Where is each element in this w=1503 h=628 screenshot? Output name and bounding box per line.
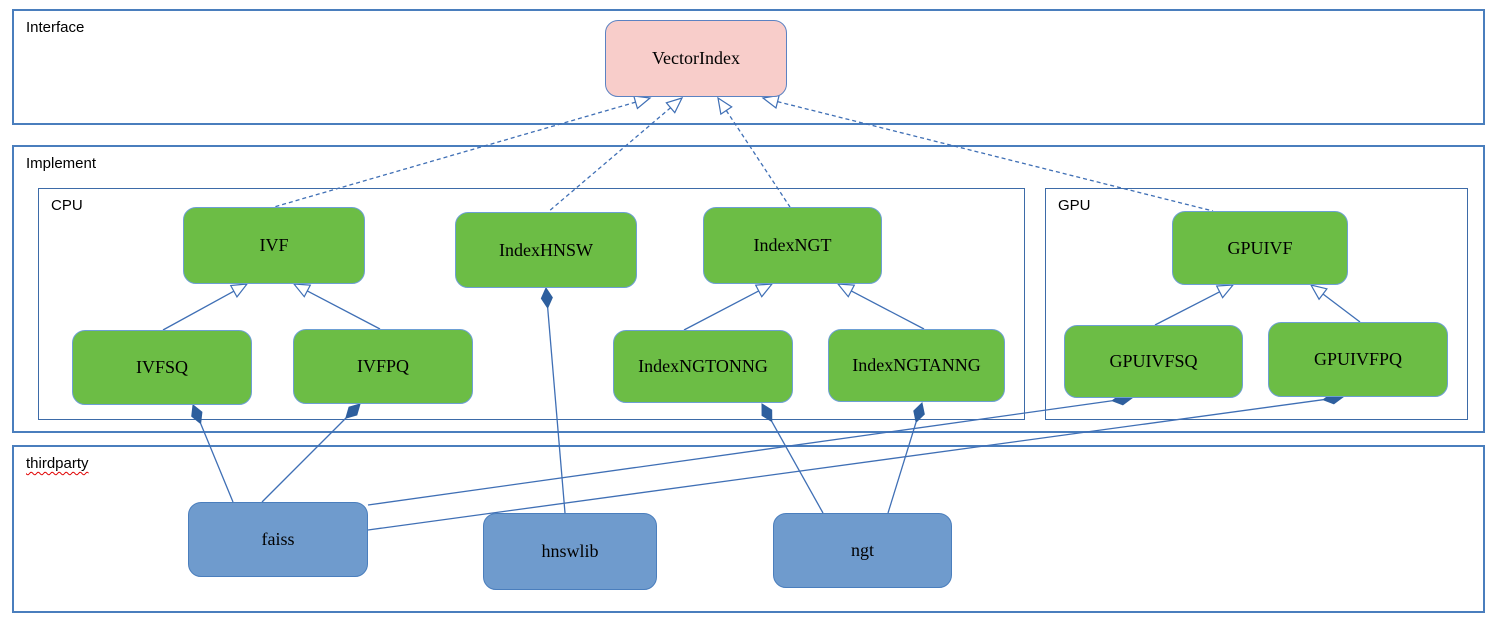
- node-indexngt[interactable]: IndexNGT: [703, 207, 882, 284]
- node-indexngtonng[interactable]: IndexNGTONNG: [613, 330, 793, 403]
- node-hnswlib[interactable]: hnswlib: [483, 513, 657, 590]
- section-implement-label: Implement: [26, 155, 97, 172]
- node-gpuivfpq[interactable]: GPUIVFPQ: [1268, 322, 1448, 397]
- node-vectorindex[interactable]: VectorIndex: [605, 20, 787, 97]
- node-gpuivfsq[interactable]: GPUIVFSQ: [1064, 325, 1243, 398]
- node-ivfsq[interactable]: IVFSQ: [72, 330, 252, 405]
- section-interface-label: Interface: [26, 19, 85, 36]
- section-cpu-label: CPU: [51, 197, 83, 214]
- node-ivfpq[interactable]: IVFPQ: [293, 329, 473, 404]
- node-faiss[interactable]: faiss: [188, 502, 368, 577]
- node-gpuivf[interactable]: GPUIVF: [1172, 211, 1348, 285]
- node-indexngtanng[interactable]: IndexNGTANNG: [828, 329, 1005, 402]
- node-indexhnsw[interactable]: IndexHNSW: [455, 212, 637, 288]
- section-gpu-label: GPU: [1058, 197, 1091, 214]
- section-thirdparty-label: thirdparty: [26, 455, 89, 472]
- node-ngt[interactable]: ngt: [773, 513, 952, 588]
- node-ivf[interactable]: IVF: [183, 207, 365, 284]
